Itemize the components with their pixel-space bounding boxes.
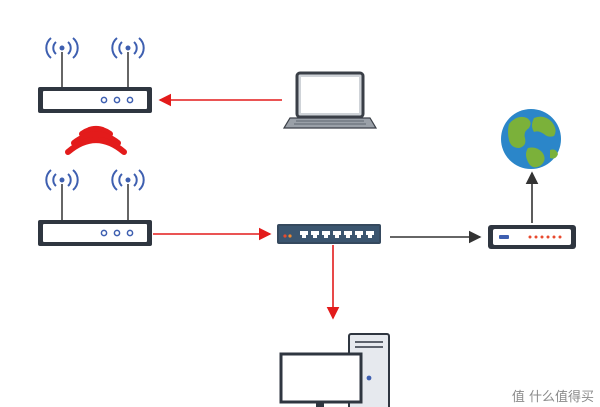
watermark-text: 值 什么值得买 [511, 390, 594, 405]
router-led-icon [100, 229, 134, 237]
wifi-signal-icon [45, 169, 79, 191]
modem-icon [488, 225, 576, 249]
wireless-signal-icon [65, 126, 127, 155]
network-switch-icon [277, 224, 381, 244]
desktop-computer-icon [279, 333, 390, 407]
wifi-signal-icon [111, 37, 145, 59]
laptop-icon [282, 71, 378, 129]
globe-icon [501, 109, 561, 169]
wifi-signal-icon [111, 169, 145, 191]
router-bottom [38, 169, 152, 246]
router-top [38, 37, 152, 113]
switch-port-icon [300, 231, 374, 238]
wifi-signal-icon [45, 37, 79, 59]
router-led-icon [100, 96, 134, 104]
